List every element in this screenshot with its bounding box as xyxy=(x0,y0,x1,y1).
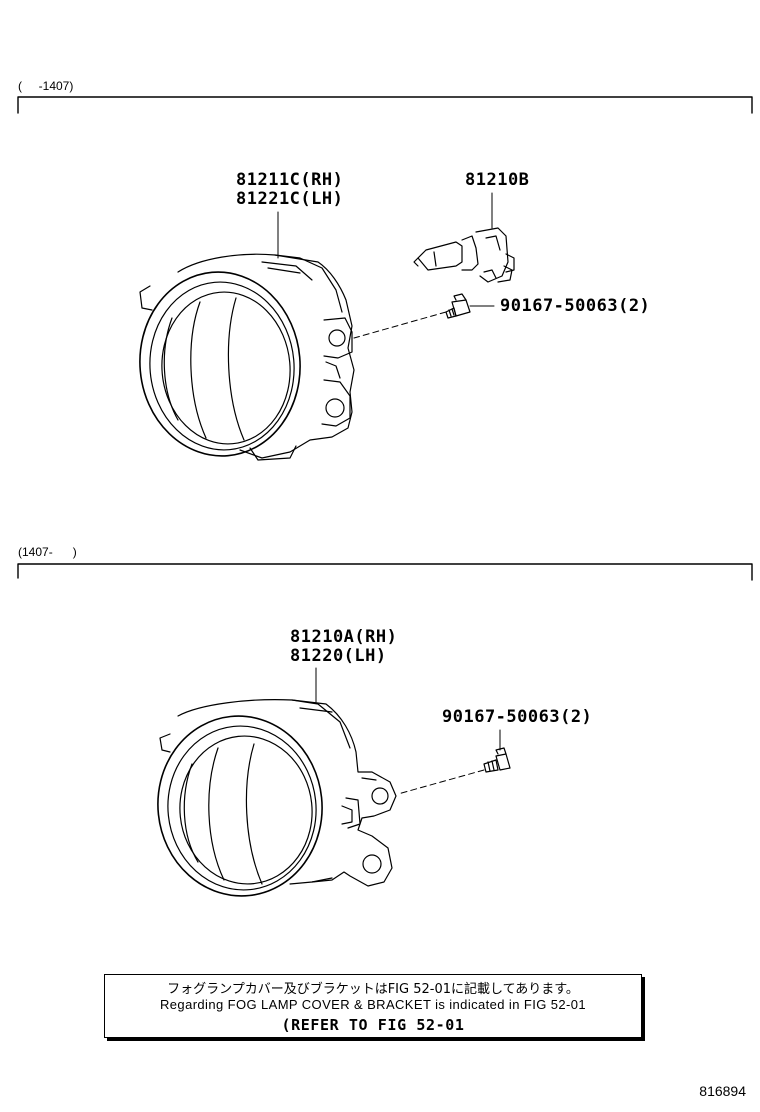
screw-new-illustration xyxy=(483,747,511,773)
section-1-range: ( -1407) xyxy=(18,79,74,93)
part-lamp-lh-old: 81221C(LH) xyxy=(236,189,344,209)
part-lamp-rh-old: 81211C(RH) xyxy=(236,170,344,190)
bulb-illustration xyxy=(413,227,515,283)
section-2-range: (1407- ) xyxy=(18,545,77,559)
part-bulb: 81210B xyxy=(465,170,530,190)
part-lamp-rh-new: 81210A(RH) xyxy=(290,627,398,647)
diagram-code: 816894 xyxy=(699,1083,746,1099)
note-japanese: フォグランプカバー及びブラケットはFIG 52-01に記載してあります。 xyxy=(167,982,579,997)
part-screw-new: 90167-50063(2) xyxy=(442,707,593,727)
note-english: Regarding FOG LAMP COVER & BRACKET is in… xyxy=(160,997,586,1012)
note-refer: (REFER TO FIG 52-01 xyxy=(281,1016,465,1034)
section-2-bracket xyxy=(17,563,753,581)
screw-old-illustration xyxy=(445,293,471,319)
part-lamp-lh-new: 81220(LH) xyxy=(290,646,387,666)
fog-lamp-new-illustration xyxy=(157,699,397,897)
section-1-bracket xyxy=(17,96,753,114)
part-screw-old: 90167-50063(2) xyxy=(500,296,651,316)
fog-lamp-old-illustration xyxy=(139,253,355,461)
reference-note: フォグランプカバー及びブラケットはFIG 52-01に記載してあります。 Reg… xyxy=(104,974,642,1038)
